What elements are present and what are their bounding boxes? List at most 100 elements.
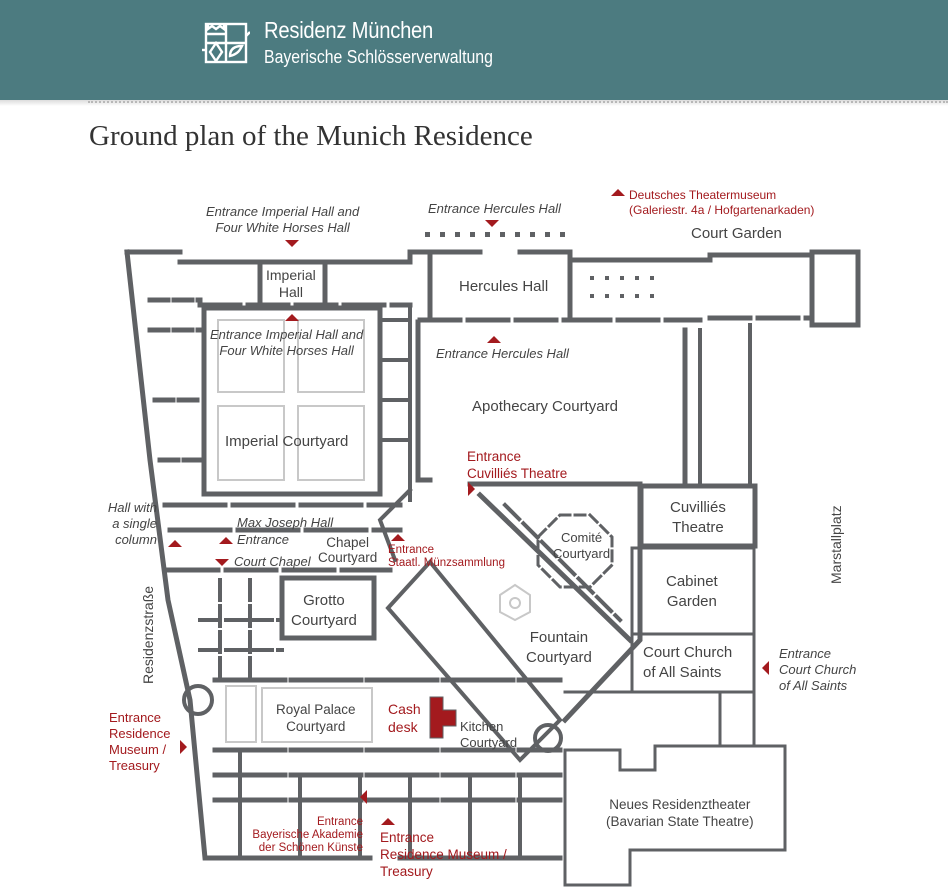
entrance-muenzsammlung[interactable]: Entrance Staatl. Münzsammlung xyxy=(388,544,505,570)
entrance-marker-court-chapel[interactable] xyxy=(215,559,229,566)
label-residenzstrasse: Residenzstraße xyxy=(140,585,156,684)
label-marstallplatz: Marstallplatz xyxy=(828,505,844,584)
label-imperial-hall-line1: Imperial xyxy=(266,267,316,283)
label-kitchen-courtyard: Kitchen Courtyard xyxy=(460,719,517,751)
entrance-cuvillies-theatre-line2: Cuvilliés Theatre xyxy=(467,466,568,481)
entrance-museum-west-line3: Museum / xyxy=(109,742,167,757)
label-cash-desk-line1: Cash xyxy=(388,701,421,717)
entrance-theatermuseum-line2: (Galeriestr. 4a / Hofgartenarkaden) xyxy=(629,203,815,217)
entrance-marker-museum-south[interactable] xyxy=(381,818,395,825)
label-neues-residenztheater-line1: Neues Residenztheater xyxy=(609,797,751,812)
wall-grotto-courtyard xyxy=(279,575,377,641)
label-neues-residenztheater-line2: (Bavarian State Theatre) xyxy=(606,814,754,829)
entrance-court-church-line2: Court Church xyxy=(779,662,857,677)
entrance-court-chapel[interactable]: Court Chapel xyxy=(234,554,311,569)
label-cuvillies-theatre-line2: Theatre xyxy=(672,519,724,536)
wall-comite-courtyard xyxy=(536,513,614,589)
label-grotto-courtyard-line1: Grotto xyxy=(303,592,345,609)
entrance-marker-hercules-outer[interactable] xyxy=(485,220,499,227)
label-court-church-line2: of All Saints xyxy=(643,664,722,681)
entrance-marker-single-column-hall[interactable] xyxy=(168,540,182,547)
brand-subtitle: Bayerische Schlösserverwaltung xyxy=(264,47,493,67)
label-hall-single-column-line3: column xyxy=(115,532,157,547)
label-max-joseph-hall: Max Joseph Hall xyxy=(237,515,334,530)
brand-title[interactable]: Residenz München xyxy=(264,17,434,43)
entrance-theatermuseum-line1: Deutsches Theatermuseum xyxy=(629,188,777,202)
entrance-museum-south-line3: Treasury xyxy=(380,864,433,879)
label-hall-single-column: Hall with a single column xyxy=(100,500,157,548)
entrance-marker-theatermuseum[interactable] xyxy=(611,189,625,196)
wall-apothecary-courtyard xyxy=(415,319,688,487)
entrance-hercules-hall-outer[interactable]: Entrance Hercules Hall xyxy=(428,201,561,216)
label-royal-palace-courtyard: Royal Palace Courtyard xyxy=(276,701,356,735)
entrance-marker-imperial-outer[interactable] xyxy=(285,240,299,247)
label-kitchen-courtyard-line2: Courtyard xyxy=(460,735,518,750)
label-imperial-courtyard: Imperial Courtyard xyxy=(225,433,349,450)
entrance-marker-court-church[interactable] xyxy=(762,661,769,675)
label-fountain-courtyard: Fountain Courtyard xyxy=(526,628,592,668)
entrance-akademie[interactable]: Entrance Bayerische Akademie der Schönen… xyxy=(247,816,363,855)
label-royal-palace-courtyard-line2: Courtyard xyxy=(286,719,346,734)
wall-fountain-courtyard xyxy=(385,558,563,763)
entrance-marker-muenzsammlung[interactable] xyxy=(391,534,405,541)
entrance-museum-west-line4: Treasury xyxy=(109,758,160,773)
label-comite-courtyard-line2: Courtyard xyxy=(553,546,611,561)
label-chapel-courtyard: Chapel Courtyard xyxy=(318,535,377,565)
label-neues-residenztheater: Neues Residenztheater (Bavarian State Th… xyxy=(606,796,754,830)
wall-north-inner xyxy=(197,302,815,323)
label-cabinet-garden: Cabinet Garden xyxy=(666,572,718,612)
entrance-akademie-line2: Bayerische Akademie xyxy=(252,829,363,841)
entrance-marker-cuvillies[interactable] xyxy=(468,482,475,496)
label-fountain-courtyard-line1: Fountain xyxy=(529,629,589,646)
label-cash-desk: Cash desk xyxy=(388,700,421,736)
entrance-museum-south-line1: Entrance xyxy=(380,830,435,845)
label-cuvillies-theatre: Cuvilliés Theatre xyxy=(670,498,726,538)
entrance-museum-west-line2: Residence xyxy=(109,726,171,741)
entrance-imperial-hall-inner[interactable]: Entrance Imperial Hall and Four White Ho… xyxy=(210,327,363,359)
entrance-marker-entrance[interactable] xyxy=(219,537,233,544)
entrance-imperial-hall-outer-line1: Entrance Imperial Hall and xyxy=(206,204,360,219)
entrance-cuvillies-theatre-line1: Entrance xyxy=(467,449,522,464)
entrance-museum-west-line1: Entrance xyxy=(109,710,162,725)
label-cash-desk-line2: desk xyxy=(388,719,418,735)
entrance-museum-south[interactable]: Entrance Residence Museum / Treasury xyxy=(380,829,507,880)
entrance-marker-museum-west[interactable] xyxy=(180,740,187,754)
entrance-marker-imperial-inner[interactable] xyxy=(285,314,299,321)
entrance-museum-west[interactable]: Entrance Residence Museum / Treasury xyxy=(109,710,170,774)
entrance-generic[interactable]: Entrance xyxy=(237,532,290,547)
label-court-garden: Court Garden xyxy=(691,225,782,242)
entrance-marker-hercules-inner[interactable] xyxy=(487,336,501,343)
wall-hercules-hall xyxy=(427,249,573,321)
entrance-court-church-line3: of All Saints xyxy=(779,678,848,693)
wall-max-joseph-hall xyxy=(162,502,403,533)
label-grotto-courtyard: Grotto Courtyard xyxy=(291,591,357,631)
label-cabinet-garden-line2: Garden xyxy=(666,593,717,610)
entrance-hercules-hall-inner[interactable]: Entrance Hercules Hall xyxy=(436,346,569,361)
label-hall-single-column-line1: Hall with xyxy=(107,500,157,515)
entrance-imperial-hall-outer-line2: Four White Horses Hall xyxy=(215,220,350,235)
header-shadow xyxy=(0,100,948,106)
entrance-marker-akademie[interactable] xyxy=(360,790,367,804)
entrance-theatermuseum[interactable]: Deutsches Theatermuseum (Galeriestr. 4a … xyxy=(629,188,814,218)
entrance-court-church[interactable]: Entrance Court Church of All Saints xyxy=(779,646,856,694)
entrance-museum-south-line2: Residence Museum / xyxy=(380,847,507,862)
label-imperial-hall-line2: Hall xyxy=(278,284,303,300)
entrance-muenzsammlung-line1: Entrance xyxy=(388,544,435,556)
wall-cuvillies-theatre xyxy=(638,483,758,549)
entrance-akademie-line3: der Schönen Künste xyxy=(258,842,363,854)
label-cabinet-garden-line1: Cabinet xyxy=(666,573,718,590)
wall-royal-palace-row xyxy=(212,677,563,803)
entrance-court-church-line1: Entrance xyxy=(779,646,832,661)
entrance-muenzsammlung-line2: Staatl. Münzsammlung xyxy=(388,557,505,569)
label-chapel-courtyard-line1: Chapel xyxy=(326,535,370,550)
site-header: Residenz München Bayerische Schlösserver… xyxy=(0,0,948,100)
label-imperial-hall: Imperial Hall xyxy=(266,267,316,301)
label-grotto-courtyard-line2: Courtyard xyxy=(291,612,357,629)
entrance-imperial-hall-inner-line2: Four White Horses Hall xyxy=(219,343,354,358)
entrance-cuvillies-theatre[interactable]: Entrance Cuvilliés Theatre xyxy=(467,448,567,482)
residenz-logo-icon[interactable] xyxy=(202,20,250,66)
label-chapel-courtyard-line2: Courtyard xyxy=(318,550,378,565)
entrance-imperial-hall-outer[interactable]: Entrance Imperial Hall and Four White Ho… xyxy=(206,204,359,236)
entrance-akademie-line1: Entrance xyxy=(316,816,363,828)
